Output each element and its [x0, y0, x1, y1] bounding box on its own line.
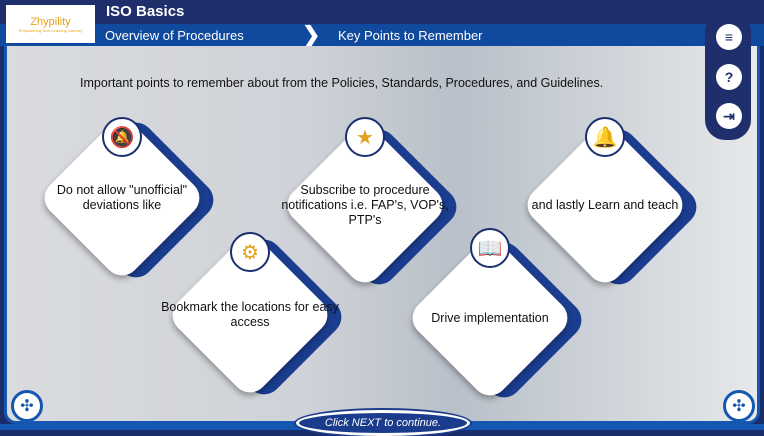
key-point-card: and lastly Learn and teach	[520, 120, 704, 292]
bell-off-icon: 🔕	[102, 117, 142, 157]
chevron-right-icon: ❯	[302, 22, 321, 47]
key-point-card: Drive implementation	[405, 233, 589, 405]
page-title: ISO Basics	[106, 3, 185, 20]
breadcrumb-bar	[0, 24, 764, 46]
bell-ring-icon: 🔔	[585, 117, 625, 157]
card-text: Bookmark the locations for easy access	[161, 300, 339, 329]
header-bar	[0, 0, 764, 24]
logo: Zhypility Empowering Your Learning Journ…	[6, 5, 95, 43]
key-point-card: Do not allow "unofficial" deviations lik…	[37, 113, 221, 285]
card-text: and lastly Learn and teach	[531, 197, 679, 212]
menu-button[interactable]: ≡	[716, 24, 742, 50]
key-point-card: Subscribe to procedure notifications i.e…	[280, 120, 464, 292]
book-bulb-icon: 📖	[470, 228, 510, 268]
gears-bulb-icon: ⚙	[230, 232, 270, 272]
click-next-prompt: Click NEXT to continue.	[296, 410, 470, 436]
intro-text: Important points to remember about from …	[80, 76, 604, 90]
card-text: Subscribe to procedure notifications i.e…	[281, 182, 449, 227]
key-point-card: Bookmark the locations for easy access	[161, 230, 349, 402]
nav-icon: ✣	[20, 398, 34, 415]
logo-tagline: Empowering Your Learning Journey	[18, 27, 83, 33]
card-text: Drive implementation	[431, 310, 549, 325]
card-text: Do not allow "unofficial" deviations lik…	[56, 183, 188, 212]
next-button[interactable]: ✣	[723, 390, 755, 422]
nav-icon: ✣	[732, 398, 746, 415]
exit-button[interactable]: ⇥	[716, 103, 742, 129]
help-button[interactable]: ?	[716, 64, 742, 90]
breadcrumb-item: Key Points to Remember	[338, 28, 483, 43]
back-button[interactable]: ✣	[11, 390, 43, 422]
logo-name: Zhypility	[30, 15, 71, 28]
breadcrumb-item[interactable]: Overview of Procedures	[105, 28, 244, 43]
star-icon: ★	[345, 117, 385, 157]
